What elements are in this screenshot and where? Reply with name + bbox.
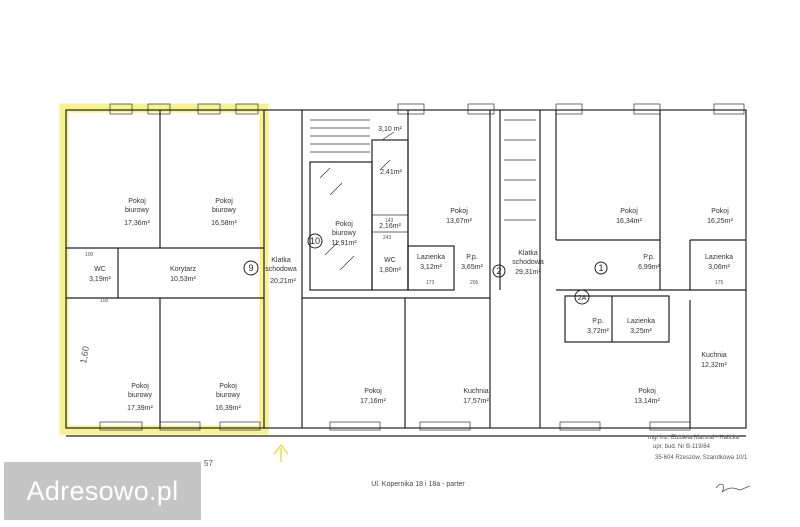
room-area: 3,65m² [461,264,483,271]
dimension-label: 243 [383,235,392,241]
room-name: P.p. [466,254,478,261]
room-area: 16,34m² [616,218,642,225]
room-area: 17,36m² [124,220,150,227]
room-name: Kuchnia [463,388,488,395]
room-area: 2,16m² [379,223,401,230]
stamp-line: upr. bud. Nr B-119/84 [653,444,711,450]
room-area: 17,57m² [463,398,489,405]
dimension-label: 206 [470,280,479,286]
room-area: 3,25m² [630,328,652,335]
room-area: 20,21m² [270,278,296,285]
room-name: Kuchnia [701,352,726,359]
room-name: Pokoj [711,208,729,215]
room-name: WC [384,257,396,264]
margin-note: 57 [204,459,213,468]
dimension-label: 100 [100,298,109,304]
dimension-label: 173 [426,280,435,286]
room-area: 1,80m² [379,267,401,274]
interior-walls [66,110,746,428]
room-name: Lazienka [705,254,733,261]
architect-stamp: mgr inz. Elzbieta Marsral - Halicka upr.… [648,435,751,493]
dimension-label: 143 [385,218,394,224]
signature [715,483,751,493]
room-area: 16,58m² [211,220,237,227]
unit-number-2: 2 [496,266,501,276]
room-area: 3,19m² [89,276,111,283]
dimension-label: 100 [85,252,94,258]
unit-markers: 9 10 2 1 2A [243,233,608,305]
room-name: Korytarz [170,266,197,273]
plan-caption: Ul. Kopernika 18 i 18a - parter [371,481,465,488]
room-name: Pokoj [620,208,638,215]
room-area: 6,99m² [638,264,660,271]
room-area: 3,12m² [420,264,442,271]
stamp-line: 35-604 Rzeszów, Szarotkowa 10/1 [655,455,748,461]
room-area: 16,25m² [707,218,733,225]
room-area: 17,16m² [360,398,386,405]
room-area: 3,10 m² [378,126,402,133]
room-area: 10,53m² [170,276,196,283]
room-name: Pokoj [638,388,656,395]
room-area: 13,14m² [634,398,660,405]
room-name: Pokoj [450,208,468,215]
room-name: Lazienka [627,318,655,325]
room-area: 3,06m² [708,264,730,271]
room-area: 17,39m² [127,405,153,412]
room-area: 2,41m² [380,169,402,176]
room-name: WC [94,266,106,273]
room-name: Lazienka [417,254,445,261]
room-area: 12,32m² [701,362,727,369]
room-area: 3,72m² [587,328,609,335]
margin-note: 1,60 [78,345,91,364]
unit-number-2a: 2A [578,295,587,302]
dimension-label: 175 [715,280,724,286]
outer-walls [65,103,747,437]
dimension-marks: 100 100 143 243 206 173 175 1,60 57 [78,218,723,468]
room-name: P.p. [592,318,604,325]
room-name: Pokoj [364,388,382,395]
unit-number-9: 9 [248,263,253,273]
watermark-text: Adresowo.pl [26,475,179,506]
room-area: 13,67m² [446,218,472,225]
unit-number-1: 1 [598,263,603,273]
unit-number-10: 10 [310,236,320,246]
watermark-logo: Adresowo.pl [2,460,203,522]
room-area: 29,31m² [515,269,541,276]
stamp-line: mgr inz. Elzbieta Marsral - Halicka [648,435,740,441]
room-area: 16,39m² [215,405,241,412]
entrance-arrow-icon [273,443,289,462]
room-name: P.p. [643,254,655,261]
room-area: 11,91m² [331,240,357,247]
stair-treads [310,119,536,271]
